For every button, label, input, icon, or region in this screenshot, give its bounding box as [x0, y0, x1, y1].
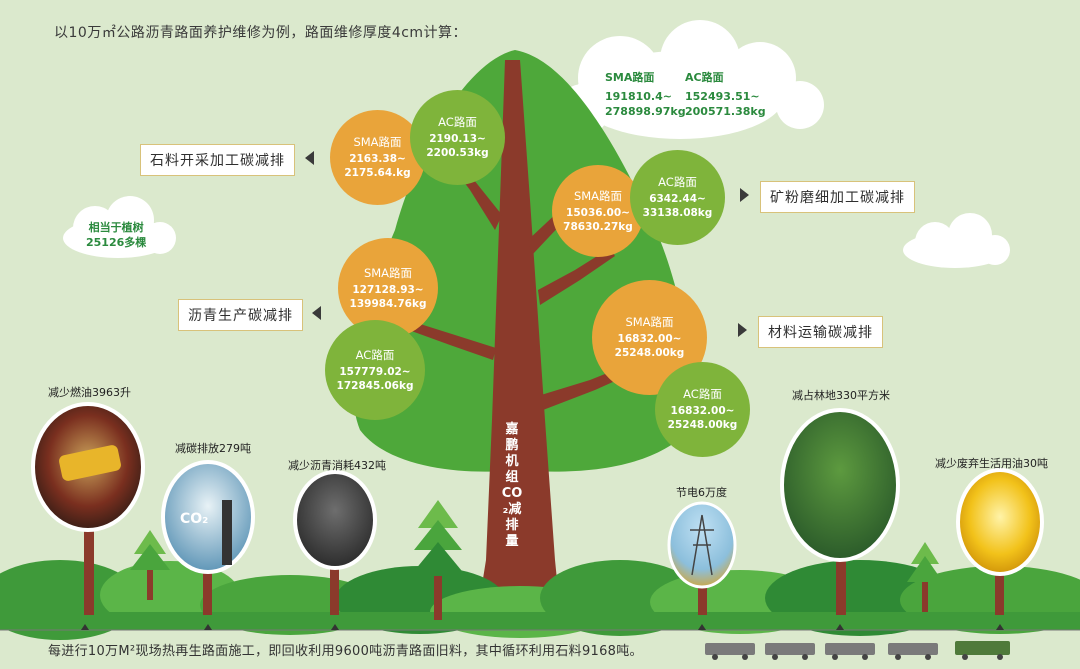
- top-cloud: [557, 20, 824, 139]
- oil-annotation: 减少废弃生活用油30吨: [935, 457, 1048, 470]
- transport-ac-v2: 25248.00kg: [667, 419, 738, 431]
- stone-arrow-icon: [305, 151, 314, 165]
- powder-ac-v1: 6342.44~: [649, 193, 706, 205]
- asphalt-arrow-icon: [312, 306, 321, 320]
- asphalt-sma-title: SMA路面: [363, 265, 413, 280]
- transport-sma-v2: 25248.00kg: [614, 347, 685, 359]
- transport-ac-title: AC路面: [683, 387, 722, 401]
- top-cloud-ac-value1: 152493.51~: [685, 90, 760, 103]
- asphalt-sma-v1: 127128.93~: [352, 283, 424, 296]
- transport-sma-title: SMA路面: [625, 315, 674, 329]
- top-cloud-ac: AC路面 152493.51~ 200571.38kg: [685, 70, 766, 119]
- page-heading: 以10万㎡公路沥青路面养护维修为例，路面维修厚度4cm计算：: [54, 25, 468, 41]
- left-cloud-text: 相当于植树 25126多棵: [86, 220, 146, 250]
- oil-picture-tree: [956, 468, 1044, 615]
- stone-ac-v2: 2200.53kg: [426, 147, 489, 159]
- asphalt-sma-circle: SMA路面 127128.93~ 139984.76kg: [338, 238, 438, 338]
- asphalt-ac-v2: 172845.06kg: [336, 379, 414, 392]
- transport-ac-v1: 16832.00~: [670, 405, 735, 417]
- asphalt-label: 沥青生产碳减排: [178, 299, 303, 331]
- footer-text: 每进行10万M²现场热再生路面施工，即回收利用9600吨沥青路面旧料，其中循环利…: [48, 644, 643, 659]
- transport-label: 材料运输碳减排: [758, 316, 883, 348]
- left-cloud-line1: 相当于植树: [88, 221, 144, 234]
- stone-ac-circle: AC路面 2190.13~ 2200.53kg: [410, 90, 505, 185]
- forest-picture-tree: [780, 408, 900, 615]
- fuel-annotation: 减少燃油3963升: [48, 386, 131, 399]
- pine-trees: [130, 500, 943, 620]
- powder-ac-title: AC路面: [658, 175, 697, 189]
- top-cloud-sma-value2: 278898.97kg: [605, 105, 686, 118]
- transport-sma-v1: 16832.00~: [617, 333, 682, 345]
- powder-ac-circle: AC路面 6342.44~ 33138.08kg: [630, 150, 725, 245]
- powder-arrow-icon: [740, 188, 749, 202]
- left-cloud: [63, 196, 176, 258]
- transport-arrow-icon: [738, 323, 747, 337]
- stone-sma-circle: SMA路面 2163.38~ 2175.64.kg: [330, 110, 425, 205]
- power-picture-tree: [667, 501, 737, 615]
- powder-sma-v1: 15036.00~: [566, 206, 630, 219]
- asphalt-ac-circle: AC路面 157779.02~ 172845.06kg: [325, 320, 425, 420]
- powder-sma-circle: SMA路面 15036.00~ 78630.27kg: [552, 165, 644, 257]
- top-cloud-sma-title: SMA路面: [605, 71, 655, 84]
- stone-sma-v2: 2175.64.kg: [344, 167, 411, 179]
- powder-ac-v2: 33138.08kg: [642, 207, 713, 219]
- asphalt-picture-tree: [293, 470, 377, 615]
- left-cloud-line2: 25126多棵: [86, 236, 147, 249]
- top-cloud-ac-value2: 200571.38kg: [685, 105, 766, 118]
- power-annotation: 节电6万度: [676, 486, 727, 499]
- forest-annotation: 减占林地330平方米: [792, 389, 890, 402]
- carbon-picture-tree: CO₂: [161, 460, 255, 615]
- svg-text:CO₂: CO₂: [180, 511, 208, 527]
- powder-sma-v2: 78630.27kg: [563, 220, 633, 233]
- fuel-picture-tree: [31, 402, 145, 615]
- asphalt-ac-title: AC路面: [355, 347, 395, 362]
- top-cloud-ac-title: AC路面: [685, 71, 724, 84]
- right-cloud: [903, 213, 1010, 268]
- asphalt-use-annotation: 减少沥青消耗432吨: [288, 459, 386, 472]
- top-cloud-sma: SMA路面 191810.4~ 278898.97kg: [605, 70, 686, 119]
- stone-label: 石料开采加工碳减排: [140, 144, 295, 176]
- asphalt-ac-v1: 157779.02~: [339, 365, 411, 378]
- transport-ac-circle: AC路面 16832.00~ 25248.00kg: [655, 362, 750, 457]
- road-machines: [705, 641, 1010, 660]
- asphalt-sma-v2: 139984.76kg: [349, 297, 427, 310]
- ground-line: [0, 624, 1080, 631]
- top-cloud-sma-value1: 191810.4~: [605, 90, 672, 103]
- powder-label: 矿粉磨细加工碳减排: [760, 181, 915, 213]
- carbon-annotation: 减碳排放279吨: [175, 442, 251, 455]
- stone-sma-v1: 2163.38~: [349, 153, 406, 165]
- powder-sma-title: SMA路面: [573, 188, 623, 203]
- stone-sma-title: SMA路面: [353, 135, 402, 149]
- stone-ac-title: AC路面: [438, 115, 477, 129]
- trunk-label: 嘉鹏机组CO₂减排量: [501, 422, 523, 549]
- stone-ac-v1: 2190.13~: [429, 133, 486, 145]
